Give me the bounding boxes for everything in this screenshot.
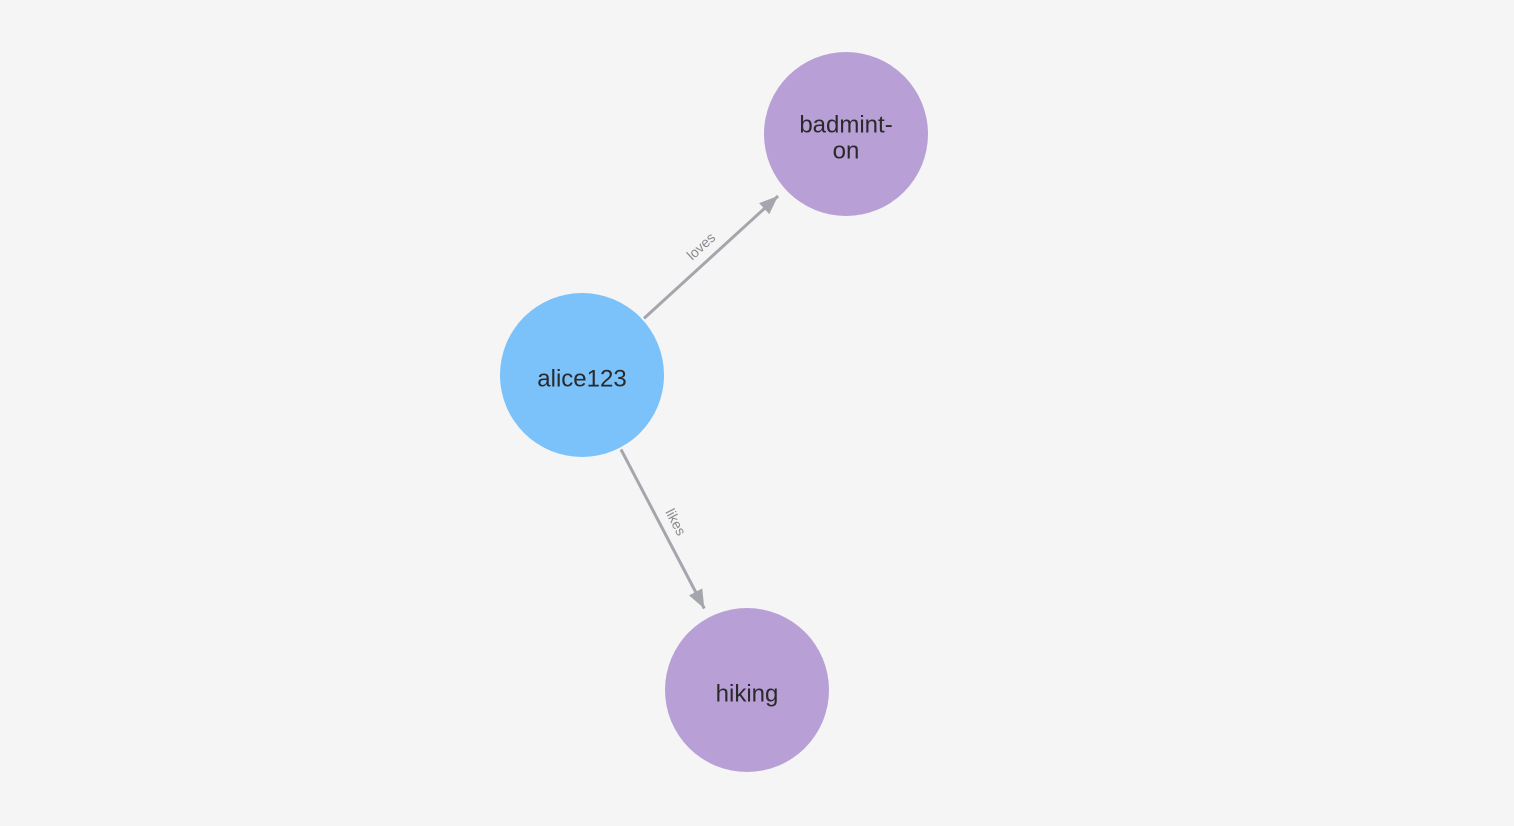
node-circle-badminton[interactable] [764,52,928,216]
nodes-layer: alice123 badmint-on hiking [500,52,928,772]
edge-label: loves [683,229,718,263]
graph-node-badminton[interactable]: badmint-on [764,52,928,216]
edge-alice123-loves-badminton[interactable] [643,194,780,320]
graph-node-hiking[interactable]: hiking [665,608,829,772]
node-circle-hiking[interactable] [665,608,829,772]
edge-alice123-likes-hiking[interactable] [619,448,706,610]
node-circle-alice123[interactable] [500,293,664,457]
graph-node-alice123[interactable]: alice123 [500,293,664,457]
